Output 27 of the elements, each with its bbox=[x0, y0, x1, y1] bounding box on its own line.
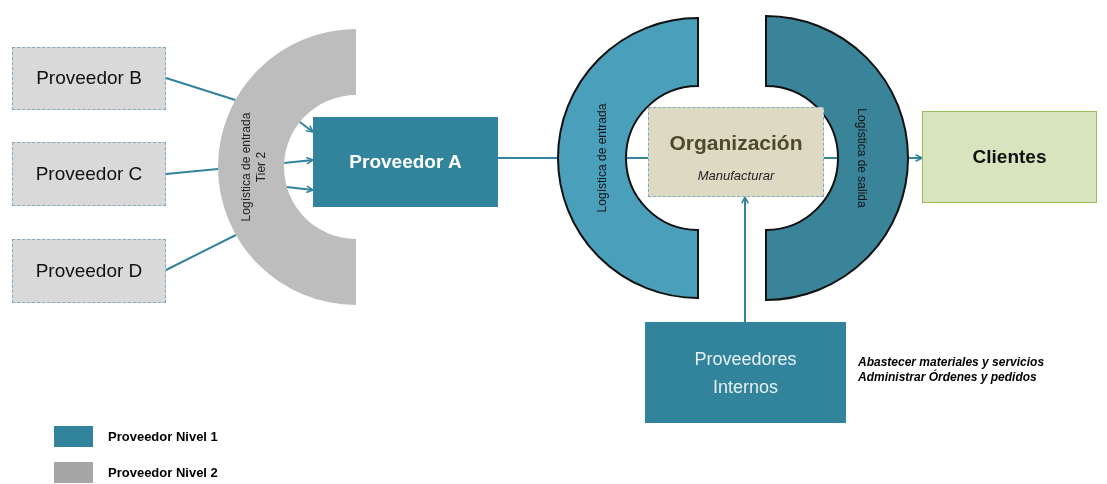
band-label: Logística de salida bbox=[854, 108, 870, 208]
box-label: Proveedor D bbox=[35, 258, 143, 283]
box-label: Proveedor A bbox=[349, 149, 462, 174]
box-label: Proveedores Internos bbox=[693, 347, 798, 399]
box-label: Proveedor B bbox=[36, 66, 142, 91]
legend-label: Proveedor Nivel 2 bbox=[108, 463, 218, 482]
box-label: Proveedor C bbox=[35, 161, 143, 186]
arrow bbox=[285, 185, 314, 194]
note-text: Abastecer materiales y servicios bbox=[858, 355, 1045, 369]
box-title: Organización bbox=[669, 129, 803, 156]
process-box bbox=[648, 107, 824, 197]
process-box bbox=[12, 47, 166, 110]
process-box bbox=[645, 322, 846, 423]
box-label: Clientes bbox=[972, 144, 1047, 169]
note-text: Administrar Órdenes y pedidos bbox=[858, 370, 1038, 385]
arrow bbox=[907, 154, 923, 162]
arrow bbox=[298, 121, 314, 133]
process-box bbox=[313, 117, 498, 207]
box-subtitle: Manufacturar bbox=[697, 167, 775, 185]
legend-label: Proveedor Nivel 1 bbox=[108, 427, 218, 446]
process-box bbox=[922, 111, 1097, 203]
band-label: Logística de entrada Tier 2 bbox=[239, 111, 269, 224]
process-box bbox=[12, 239, 166, 303]
arrow bbox=[741, 196, 749, 323]
band-label: Logística de entrada bbox=[594, 103, 610, 213]
process-box bbox=[12, 142, 166, 206]
arrow bbox=[283, 156, 314, 165]
